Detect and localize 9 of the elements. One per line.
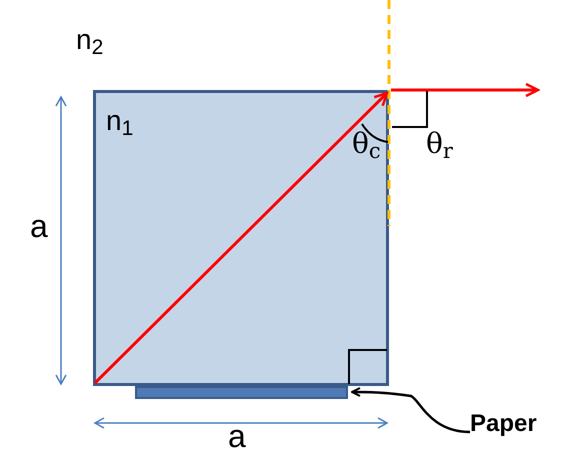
refractive-index-label: n$_{1}$: [106, 107, 134, 135]
paper-label: Paper: [470, 412, 538, 436]
dimension-label: a: [30, 210, 48, 242]
symbol-label: θ$_{c}$: [352, 130, 381, 158]
leader-line: [351, 387, 470, 434]
paper-strip: [135, 386, 348, 399]
dimension-label: a: [228, 420, 246, 452]
symbol-label: n$_{2}$: [76, 26, 104, 54]
symbol-label: θ$_{r}$: [426, 130, 453, 158]
